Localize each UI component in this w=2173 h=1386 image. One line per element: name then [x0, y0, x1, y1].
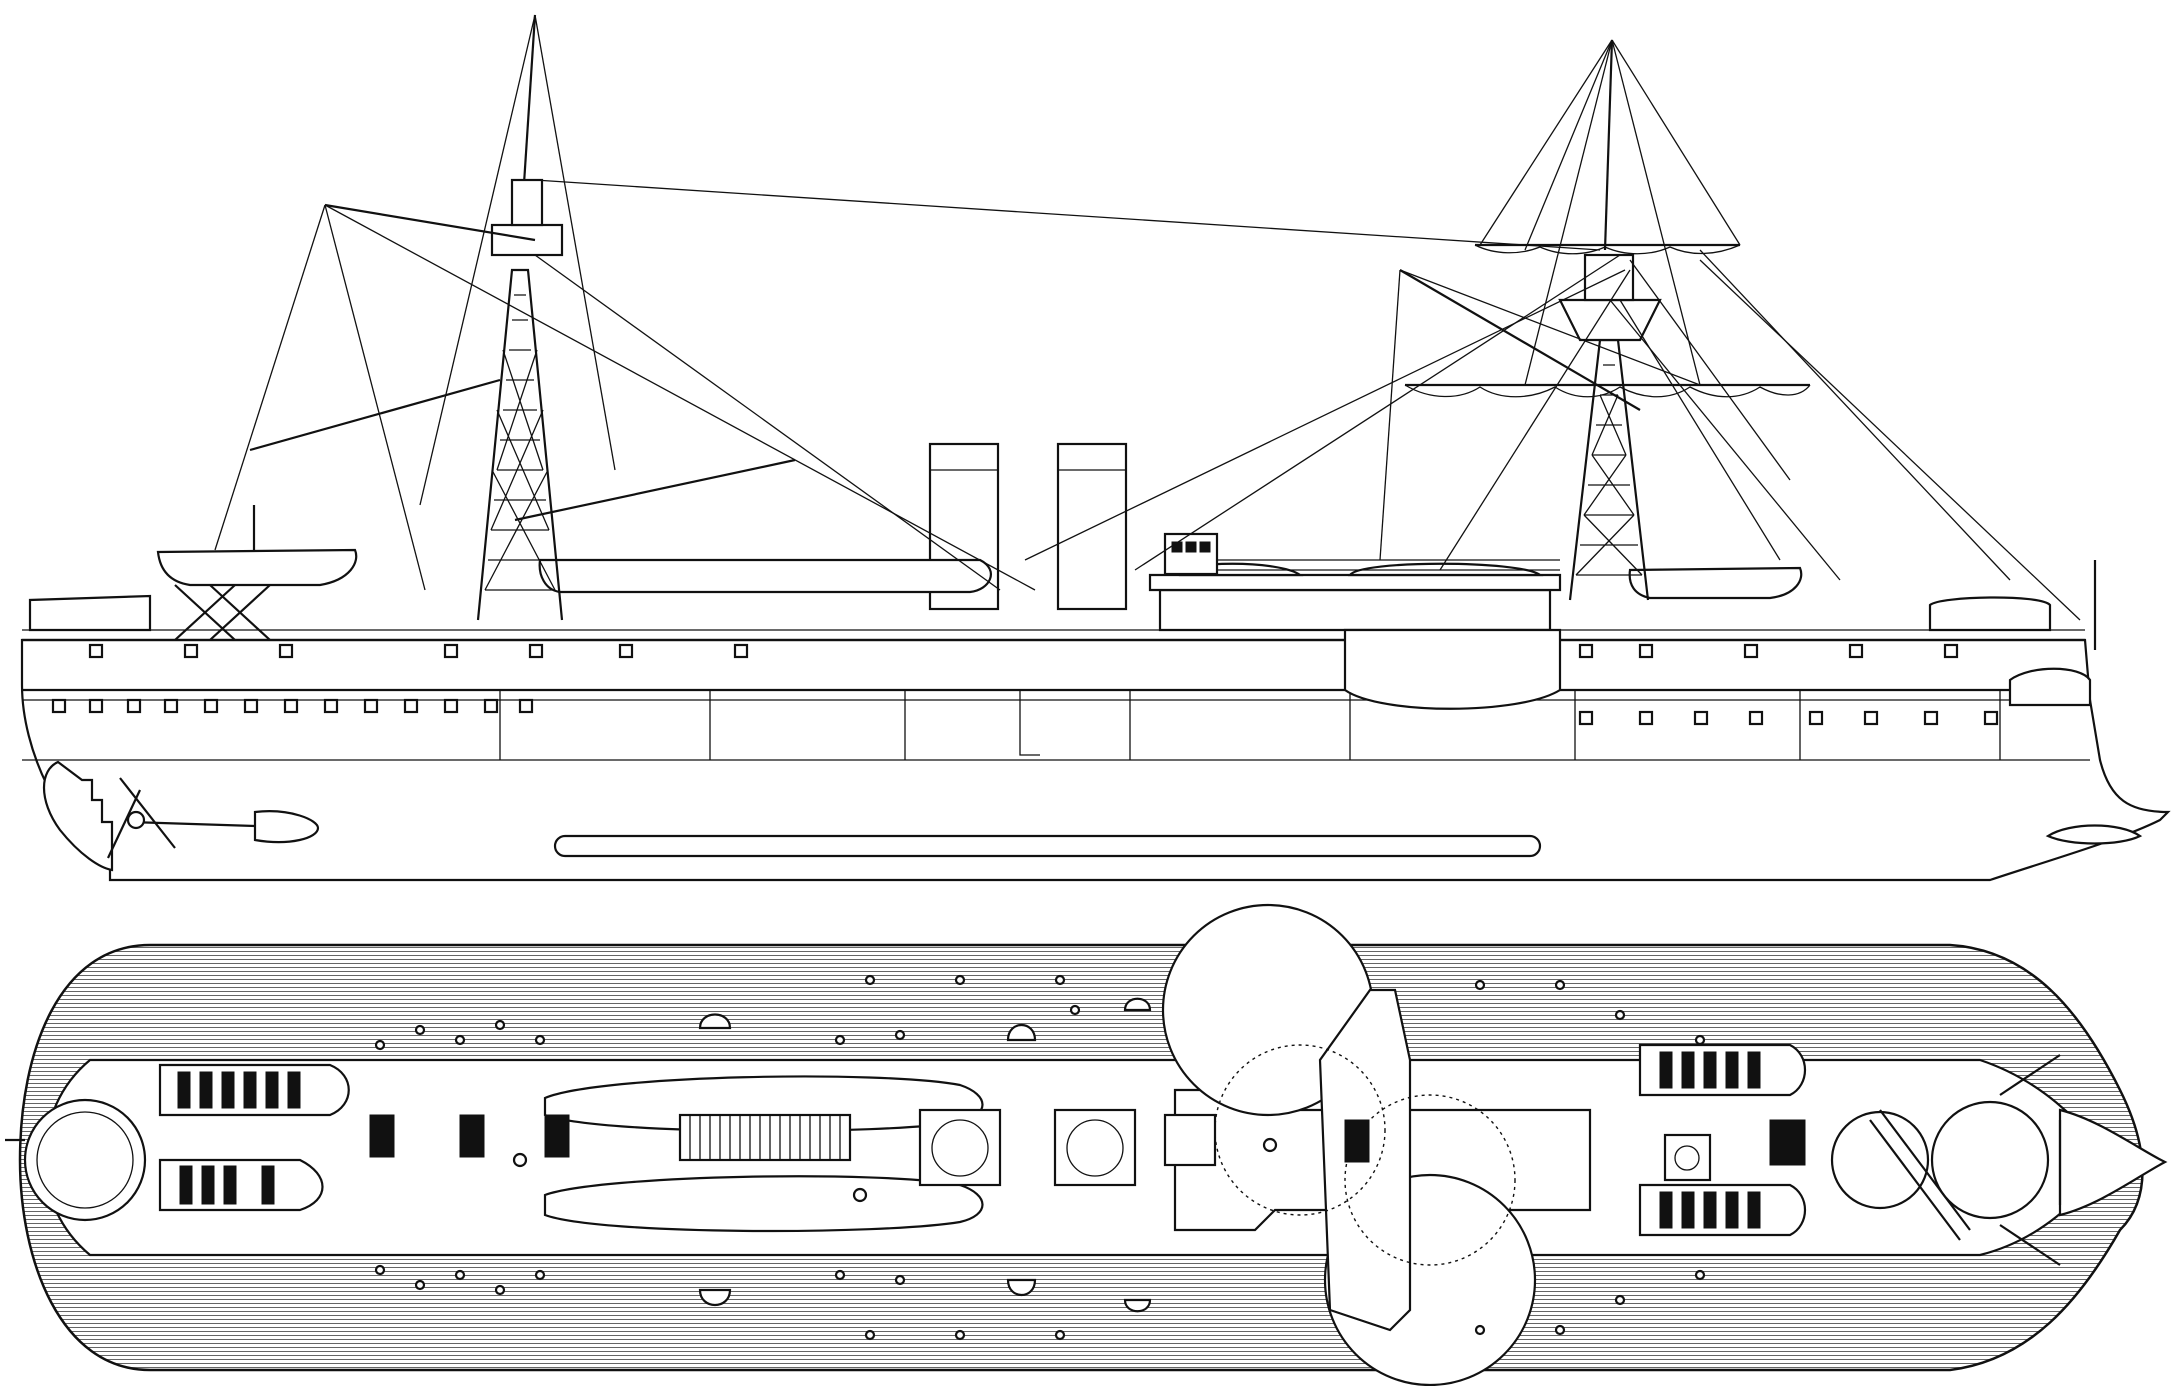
propeller-icon — [253, 810, 320, 844]
porthole-row-lower — [51, 698, 1999, 726]
citadel-upper — [1148, 573, 1562, 592]
deck-fittings — [374, 974, 1706, 1341]
fore-gaff — [1399, 269, 1641, 411]
skylight-grating — [678, 1113, 852, 1162]
lifeboat-aft-lower — [158, 1158, 324, 1212]
lifeboat-aft-upper — [158, 1063, 350, 1117]
fore-deckhouse — [1928, 596, 2052, 632]
hatch-fore-ring — [1674, 1145, 1700, 1171]
rudder — [42, 760, 114, 872]
bilge-keel — [553, 834, 1542, 858]
spanker-gaff — [249, 378, 501, 452]
fore-mast — [1404, 39, 1811, 601]
large-launch — [538, 558, 992, 594]
hatch-square — [1163, 1113, 1217, 1167]
lifeboat-fore-lower — [1638, 1183, 1806, 1237]
anchor-icon — [107, 777, 176, 859]
ram-bow — [2045, 824, 2143, 845]
bow-point — [2058, 1108, 2168, 1217]
launch-upper — [543, 1075, 984, 1133]
funnel-aft-plan — [931, 1119, 989, 1177]
fore-gun-barrel — [1869, 1109, 1971, 1241]
funnel-base-fore — [1053, 1108, 1137, 1187]
aft-deckhouse — [28, 594, 152, 632]
mast-icon — [476, 14, 564, 621]
launch-boom — [514, 458, 796, 522]
lifeboat-fore-upper — [1638, 1043, 1806, 1097]
pilot-house — [1163, 532, 1219, 576]
aft-boom — [324, 203, 536, 242]
bow-detail — [2008, 667, 2092, 707]
bow-anchor-lower — [1999, 1224, 2061, 1266]
deck-plan — [5, 903, 2168, 1386]
lifeboat-icon — [156, 505, 358, 641]
aft-turret — [23, 1098, 147, 1222]
launch-lower — [543, 1175, 984, 1233]
side-elevation — [20, 14, 2171, 882]
forward-boat — [1628, 566, 1803, 600]
gun-turret-icon — [1930, 1100, 2050, 1220]
funnel-fore — [1056, 442, 1128, 611]
hatch-fore — [1663, 1133, 1712, 1182]
dotted-ring-b — [1344, 1094, 1516, 1266]
funnel-fore-plan — [1066, 1119, 1124, 1177]
ventilators — [698, 997, 1152, 1313]
citadel-lower — [1343, 628, 1562, 710]
propeller-shaft — [129, 820, 256, 828]
central-citadel — [1158, 588, 1552, 632]
dark-hatches — [369, 1114, 1806, 1166]
aft-turret-inner — [36, 1111, 134, 1209]
rigging — [214, 14, 2081, 621]
fore-barbette — [1830, 1110, 1930, 1210]
porthole-row-upper — [88, 643, 1959, 659]
frame-marks — [499, 690, 2001, 760]
funnel-base-aft — [918, 1108, 1002, 1187]
bow-anchor-upper — [1999, 1054, 2061, 1096]
